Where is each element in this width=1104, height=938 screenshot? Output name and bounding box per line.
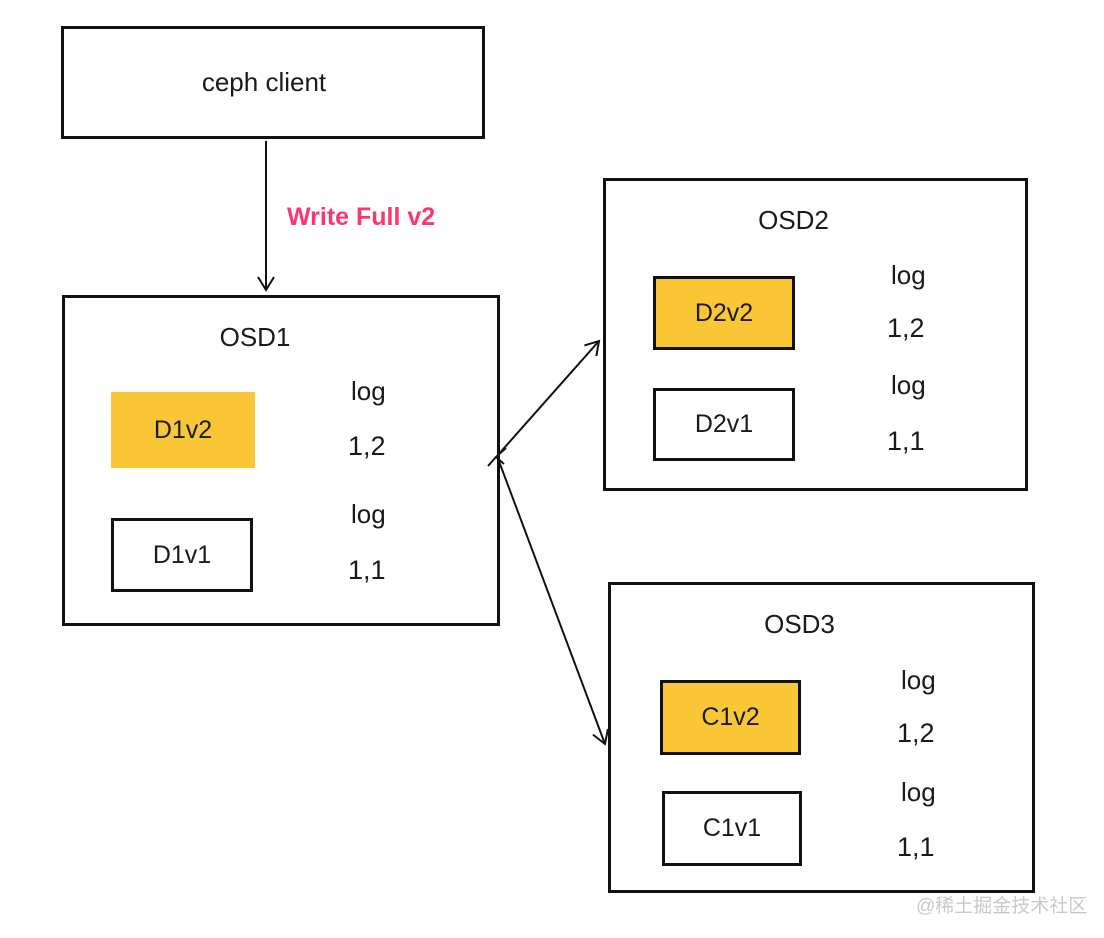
object-d1v2: D1v2 <box>111 392 255 468</box>
osd2-box: OSD2 D2v2 D2v1 log 1,2 log 1,1 <box>603 178 1028 491</box>
osd2-log-value-2: 1,1 <box>887 426 925 456</box>
osd2-log-label-1: log <box>891 260 926 290</box>
arrow-osd1-to-osd3 <box>496 455 609 746</box>
osd2-log-value-1: 1,2 <box>887 313 925 343</box>
object-d2v1: D2v1 <box>653 388 795 461</box>
osd1-log-value-1: 1,2 <box>348 431 386 461</box>
ceph-client-label: ceph client <box>201 67 327 97</box>
osd1-box: OSD1 D1v2 D1v1 log 1,2 log 1,1 <box>62 295 500 626</box>
object-d1v1-label: D1v1 <box>152 540 212 569</box>
osd1-log-value-2: 1,1 <box>348 555 386 585</box>
object-d2v1-label: D2v1 <box>694 410 754 438</box>
ceph-client-box: ceph client <box>61 26 485 139</box>
osd3-box: OSD3 C1v2 C1v1 log 1,2 log 1,1 <box>608 582 1035 893</box>
object-d2v2: D2v2 <box>653 276 795 350</box>
arrow-osd1-to-osd2 <box>496 339 601 457</box>
osd3-log-value-2: 1,1 <box>897 832 935 862</box>
osd1-title: OSD1 <box>219 322 291 352</box>
object-d1v2-label: D1v2 <box>153 415 213 444</box>
osd1-log-label-1: log <box>351 376 386 406</box>
object-c1v1-label: C1v1 <box>702 814 762 842</box>
watermark-text: @稀土掘金技术社区 <box>916 896 1088 917</box>
osd2-title: OSD2 <box>758 205 829 235</box>
osd3-log-label-2: log <box>901 777 936 807</box>
object-c1v1: C1v1 <box>662 791 802 866</box>
object-c1v2: C1v2 <box>660 680 801 755</box>
write-full-v2-label: Write Full v2 <box>287 203 436 231</box>
osd3-log-label-1: log <box>901 665 936 695</box>
object-d1v1: D1v1 <box>111 518 253 592</box>
osd2-log-label-2: log <box>891 370 926 400</box>
object-d2v2-label: D2v2 <box>694 298 754 327</box>
osd3-log-value-1: 1,2 <box>897 718 935 748</box>
osd3-title: OSD3 <box>764 609 835 639</box>
object-c1v2-label: C1v2 <box>701 703 760 731</box>
osd1-log-label-2: log <box>351 499 386 529</box>
